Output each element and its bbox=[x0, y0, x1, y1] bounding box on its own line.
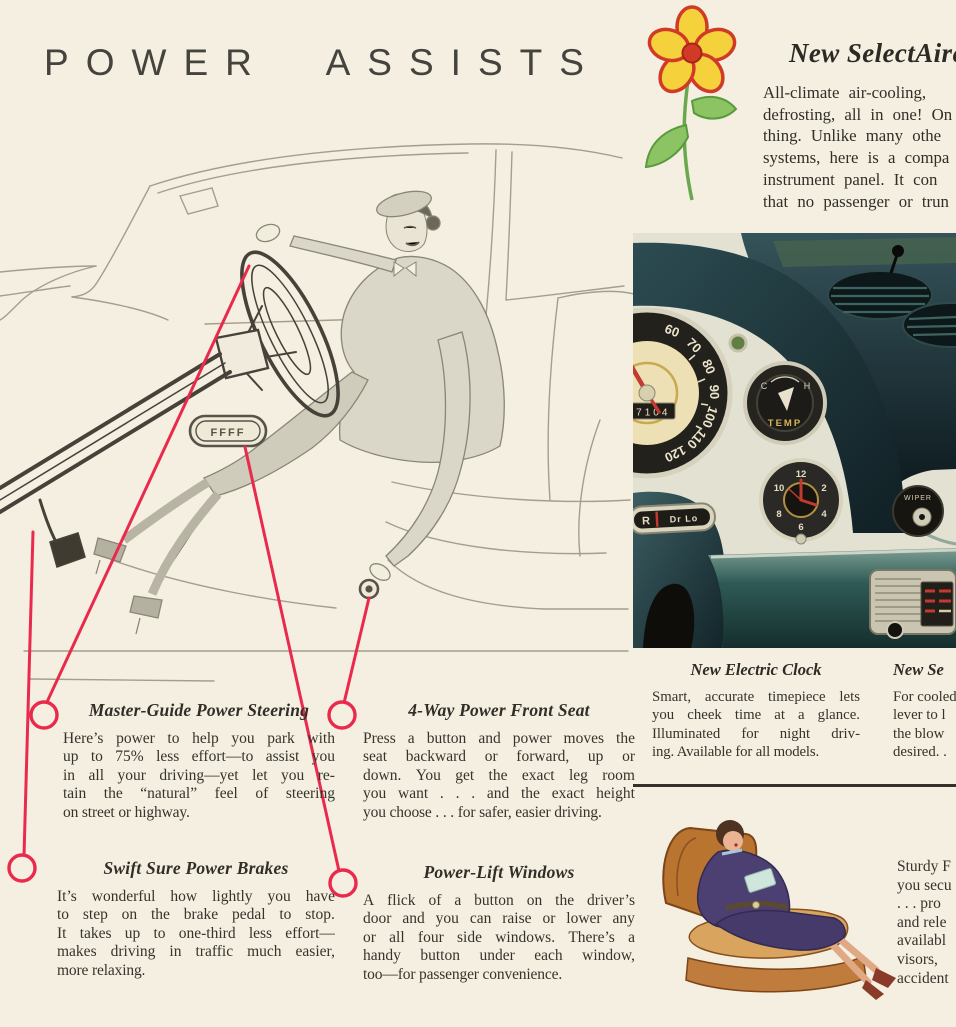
feature-title: Power-Lift Windows bbox=[423, 862, 575, 882]
svg-text:60: 60 bbox=[663, 321, 682, 340]
seatbelt-illustration bbox=[662, 820, 896, 1000]
svg-text:100: 100 bbox=[699, 404, 721, 430]
defroster-vents bbox=[827, 245, 956, 348]
callout-circle-steering bbox=[29, 700, 59, 730]
seat-control-knob bbox=[358, 578, 380, 600]
svg-text:6: 6 bbox=[798, 522, 803, 533]
svg-text:12: 12 bbox=[796, 469, 807, 480]
dash-knob bbox=[892, 245, 904, 257]
svg-text:Dr Lo: Dr Lo bbox=[670, 513, 699, 524]
radio-knob bbox=[886, 621, 904, 639]
callout-line-steering bbox=[45, 264, 251, 704]
steering-assembly bbox=[0, 250, 340, 568]
selectaire-paragraph: All-climate air-cooling,defrosting, all … bbox=[763, 83, 953, 211]
steering-wheel-arc bbox=[633, 242, 905, 534]
section-divider-rule bbox=[633, 784, 956, 787]
svg-text:10: 10 bbox=[774, 483, 785, 494]
temp-gauge: C H TEMP bbox=[743, 361, 827, 445]
callout-line-seat bbox=[342, 596, 371, 705]
caption-title: New Electric Clock bbox=[690, 660, 822, 679]
callout-circle-brakes bbox=[7, 853, 37, 883]
page-title: POWER ASSISTS bbox=[44, 42, 602, 83]
callout-circle-seat bbox=[327, 700, 357, 730]
callout-line-brakes bbox=[22, 530, 35, 858]
wiper-knob: WIPER bbox=[892, 485, 944, 537]
pilot-light bbox=[728, 333, 748, 353]
gear-indicator: R Dr Lo bbox=[633, 502, 716, 535]
svg-text:4: 4 bbox=[821, 509, 827, 520]
radio bbox=[869, 569, 956, 639]
feature-title: 4-Way Power Front Seat bbox=[408, 700, 590, 720]
svg-text:8: 8 bbox=[776, 509, 781, 520]
callout-overlay bbox=[7, 264, 371, 898]
window-switch-label: FFFF bbox=[211, 427, 246, 439]
svg-text:C: C bbox=[761, 381, 768, 391]
callout-circle-windows bbox=[328, 868, 358, 898]
power-window-switch: FFFF bbox=[188, 414, 268, 448]
callout-line-windows bbox=[243, 445, 341, 873]
car-body-lines bbox=[0, 143, 635, 682]
temp-label: TEMP bbox=[768, 418, 802, 429]
svg-text:H: H bbox=[804, 381, 811, 391]
driver-figure bbox=[93, 190, 505, 635]
wiper-label: WIPER bbox=[904, 495, 932, 502]
svg-text:90: 90 bbox=[707, 384, 722, 399]
selectaire-heading: New SelectAire bbox=[789, 38, 956, 68]
svg-text:2: 2 bbox=[821, 483, 826, 494]
svg-text:80: 80 bbox=[699, 357, 719, 376]
caption-title: New Se bbox=[893, 660, 944, 679]
clock-winder bbox=[795, 533, 807, 545]
feature-title: Swift Sure Power Brakes bbox=[103, 858, 289, 878]
electric-clock: 12 2 4 6 8 10 bbox=[759, 458, 843, 545]
feature-title: Master-Guide Power Steering bbox=[88, 700, 310, 720]
flower-icon bbox=[644, 5, 738, 201]
svg-text:R: R bbox=[642, 515, 651, 527]
